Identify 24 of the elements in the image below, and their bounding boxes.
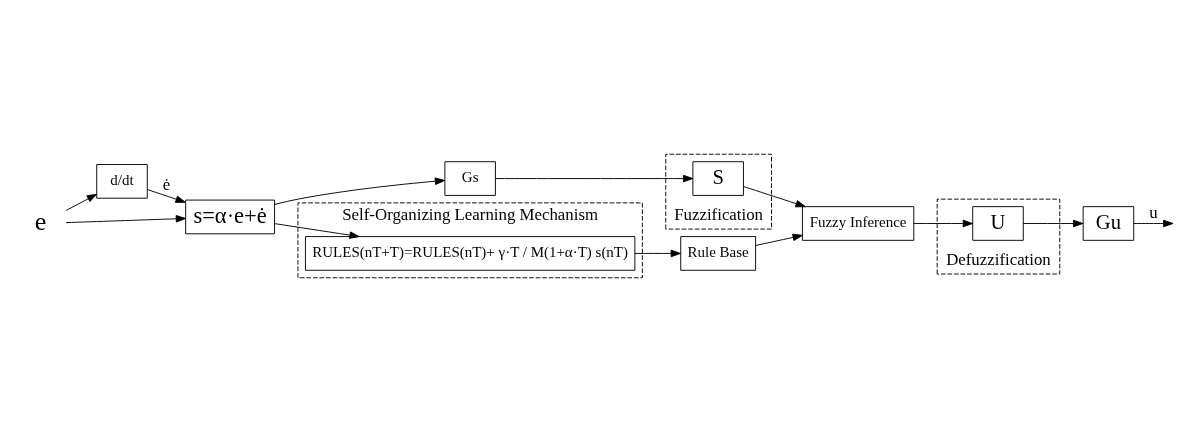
arrow	[913, 219, 973, 228]
arrow	[1133, 219, 1174, 228]
arrow	[274, 177, 446, 205]
arrow	[274, 223, 360, 239]
arrow	[65, 215, 187, 224]
arrow	[634, 249, 681, 258]
node-box: d/dt	[96, 164, 148, 199]
arrow	[1022, 219, 1084, 228]
node-box: Gu	[1082, 206, 1135, 241]
node-box: Gs	[444, 161, 496, 196]
node-box: S	[692, 161, 744, 196]
arrow	[495, 174, 694, 183]
arrow	[65, 193, 98, 211]
edge-label: u	[1149, 203, 1158, 223]
edge-label: ė	[162, 175, 171, 195]
arrow	[146, 189, 186, 203]
node-box: RULES(nT+T)=RULES(nT)+ γ·T / M(1+α·T) s(nT)	[304, 236, 636, 271]
arrow	[755, 233, 803, 246]
node-box: Fuzzy Inference	[801, 206, 915, 241]
node-text: e	[34, 206, 47, 236]
node-box: U	[972, 206, 1024, 241]
arrow	[743, 186, 806, 208]
node-box: s=α·e+ė	[185, 199, 276, 235]
node-box: Rule Base	[680, 236, 757, 271]
